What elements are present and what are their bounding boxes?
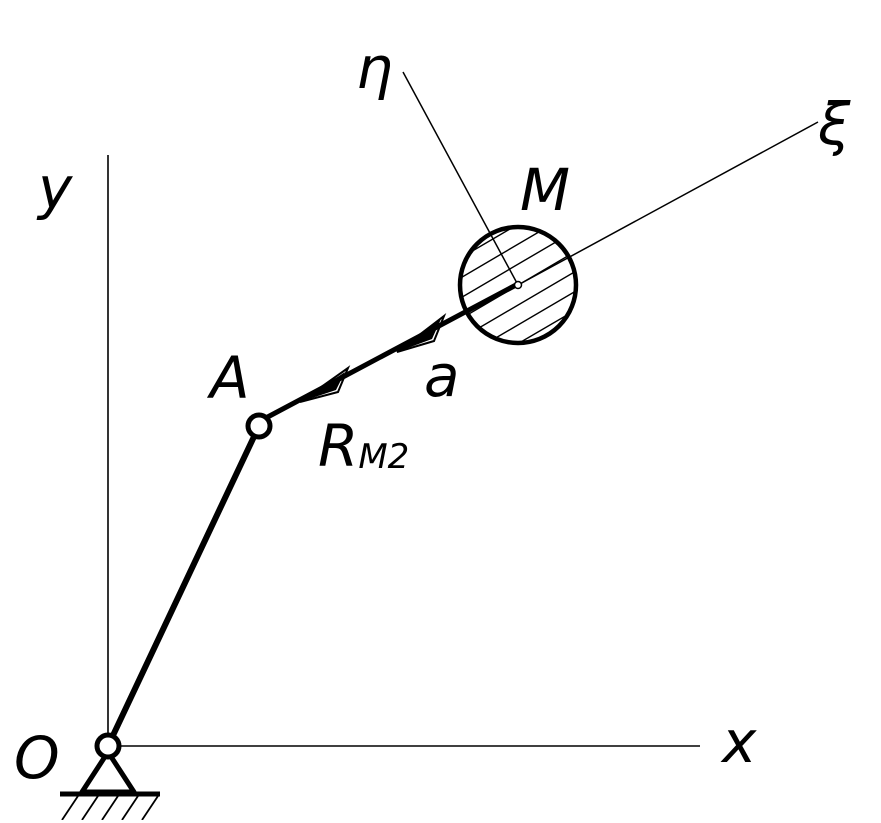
reaction-arrowhead-outline bbox=[299, 365, 351, 403]
label-mass-m: M bbox=[520, 156, 570, 224]
label-reaction-sub: M2 bbox=[358, 437, 409, 477]
ground-hatch bbox=[61, 795, 79, 820]
label-axis-xi: ξ bbox=[817, 90, 851, 158]
label-joint-a: A bbox=[206, 344, 250, 412]
label-accel: a bbox=[424, 342, 460, 410]
ground-hatch bbox=[121, 795, 139, 820]
ball-hatch bbox=[509, 304, 576, 343]
joint-o bbox=[94, 732, 122, 760]
label-axis-eta: η bbox=[356, 34, 393, 102]
ball-hatch bbox=[460, 256, 576, 343]
ground-hatch bbox=[101, 795, 119, 820]
eta-axis-line bbox=[402, 71, 519, 286]
ball-hatch bbox=[529, 319, 576, 343]
ground-hatch bbox=[81, 795, 99, 820]
ball-hatch bbox=[460, 227, 576, 291]
label-x-axis: x bbox=[720, 708, 757, 776]
ball-hatch bbox=[489, 289, 576, 343]
ground-hatching bbox=[61, 795, 159, 820]
link-oa bbox=[105, 423, 262, 749]
label-reaction: RM2 bbox=[318, 412, 409, 480]
label-origin: O bbox=[14, 724, 60, 792]
ball-center bbox=[513, 280, 523, 290]
ball-outline bbox=[457, 224, 579, 346]
joint-a bbox=[245, 412, 273, 440]
reaction-force-line bbox=[259, 282, 519, 423]
label-y-axis: y bbox=[36, 154, 73, 222]
accel-arrowhead-outline bbox=[396, 312, 447, 353]
label-reaction-main: R bbox=[318, 412, 358, 480]
ground-hatch bbox=[141, 795, 159, 820]
